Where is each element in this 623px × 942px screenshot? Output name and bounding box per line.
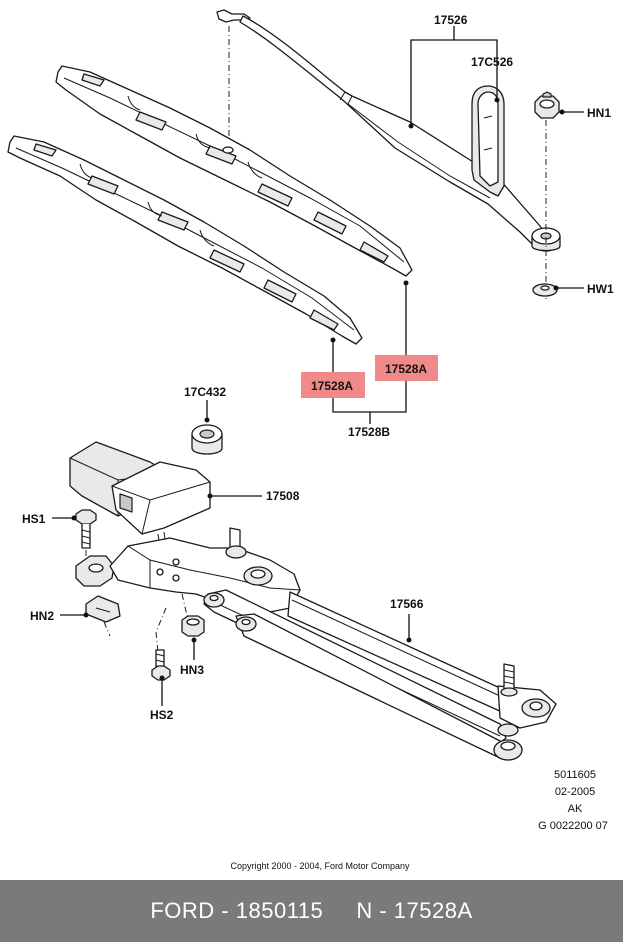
label-arm-cap: 17C526 <box>471 55 513 69</box>
clip-hn2 <box>85 595 121 623</box>
label-arm: 17526 <box>434 13 468 27</box>
footer-n-prefix: N <box>356 898 373 923</box>
label-hw1: HW1 <box>587 282 614 296</box>
footer-part-number: 1850115 <box>235 898 324 923</box>
nut-hn1 <box>534 91 560 119</box>
wiper-blade-upper <box>55 65 413 277</box>
footer-separator-1: - <box>214 898 236 923</box>
label-hs1: HS1 <box>22 512 46 526</box>
label-linkage: 17566 <box>390 597 424 611</box>
nut-hn3 <box>181 615 205 637</box>
grommet <box>191 424 223 455</box>
reference-line-4: G 0022200 07 <box>538 820 608 832</box>
wiper-arm <box>216 9 561 252</box>
highlight-box-right <box>375 355 438 381</box>
footer-brand: FORD <box>150 898 215 923</box>
part-number-footer: FORD - 1850115 N - 17528A <box>0 880 623 942</box>
label-blade-a-left: 17528A <box>311 379 353 393</box>
wiper-motor <box>69 441 211 549</box>
bolt-hs2 <box>151 649 171 681</box>
highlight-box-left <box>301 372 365 398</box>
label-hn1: HN1 <box>587 106 611 120</box>
copyright-text: Copyright 2000 - 2004, Ford Motor Compan… <box>230 861 410 871</box>
label-blade-a-right: 17528A <box>385 362 427 376</box>
reference-line-3: AK <box>568 803 583 815</box>
label-hs2: HS2 <box>150 708 174 722</box>
label-hn2: HN2 <box>30 609 54 623</box>
footer-separator-2: - <box>372 898 394 923</box>
label-hn3: HN3 <box>180 663 204 677</box>
footer-ref-code: 17528A <box>393 898 473 923</box>
footer-gap <box>323 898 356 924</box>
reference-line-1: 5011605 <box>554 769 596 781</box>
label-blade-b: 17528B <box>348 425 390 439</box>
wiper-blade-lower <box>7 135 363 345</box>
reference-line-2: 02-2005 <box>555 786 595 798</box>
wiper-linkage <box>75 527 557 761</box>
label-grommet: 17C432 <box>184 385 226 399</box>
washer-hw1 <box>532 283 558 297</box>
label-motor: 17508 <box>266 489 300 503</box>
wiper-parts-diagram: 17526 17C526 HN1 HW1 17528A 17528A 17528… <box>7 9 614 871</box>
bolt-hs1 <box>75 509 97 549</box>
